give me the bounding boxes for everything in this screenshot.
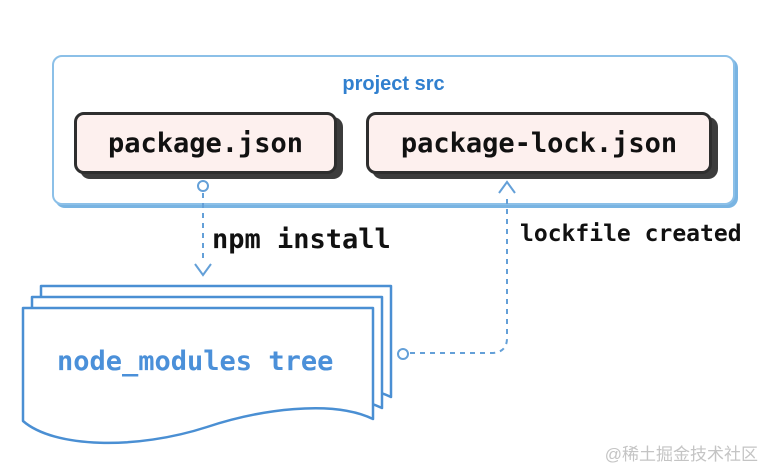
connector-dot-node-modules [397,348,409,360]
project-src-container: project src package.json package-lock.js… [52,55,735,205]
package-json-label: package.json [107,127,304,159]
watermark-text: @稀土掘金技术社区 [604,445,758,464]
lockfile-created-label: lockfile created [520,221,742,247]
node-modules-tree-label: node_modules tree [57,346,334,377]
node-package-lock-json: package-lock.json [366,112,712,174]
arrowhead-down-icon [194,263,212,277]
project-src-label: project src [342,73,445,95]
node-package-json: package.json [74,112,337,174]
edge-lockfile-created [397,180,516,360]
npm-install-label: npm install [212,224,391,255]
package-lock-json-label: package-lock.json [400,127,678,159]
